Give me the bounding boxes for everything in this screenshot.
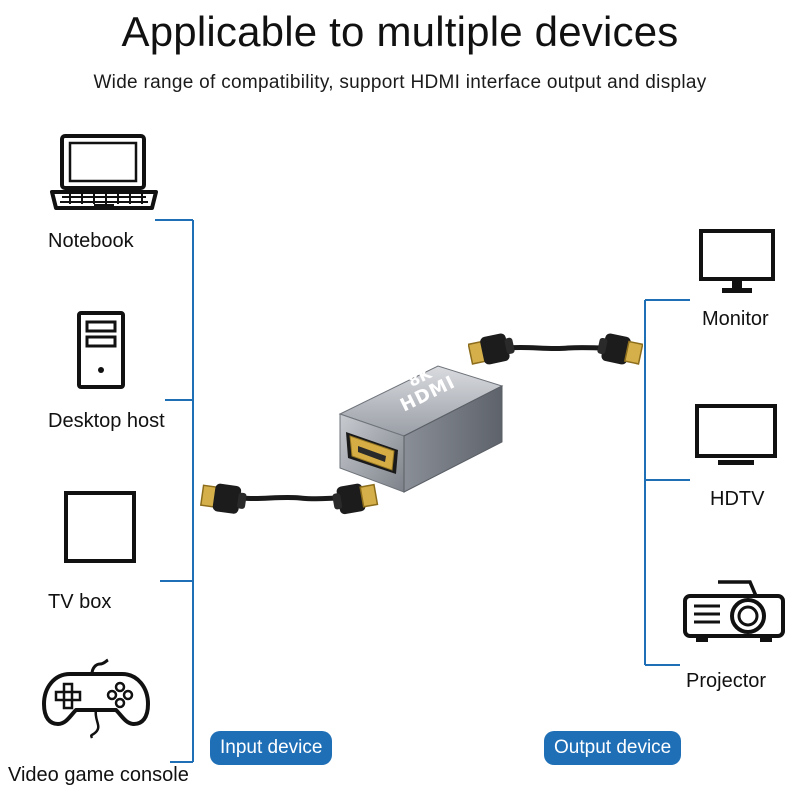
- tv-box-icon: [64, 491, 136, 563]
- page-subtitle: Wide range of compatibility, support HDM…: [93, 72, 707, 93]
- hdtv-icon: [695, 404, 777, 465]
- hdmi-adapter: [338, 365, 504, 493]
- device-label-monitor: Monitor: [702, 308, 769, 330]
- laptop-icon: [50, 134, 158, 210]
- projector-icon: [683, 580, 785, 642]
- gamepad-icon: [42, 658, 150, 739]
- output-hdmi-cable: [468, 333, 643, 365]
- device-label-video-game-console: Video game console: [8, 764, 189, 786]
- input-hdmi-cable: [200, 483, 379, 515]
- device-label-hdtv: HDTV: [710, 488, 765, 510]
- desktop-tower-icon: [77, 311, 125, 389]
- device-label-notebook: Notebook: [48, 230, 134, 252]
- page-title: Applicable to multiple devices: [121, 8, 679, 55]
- device-label-tv-box: TV box: [48, 591, 112, 613]
- device-label-desktop-host: Desktop host: [48, 410, 165, 432]
- input-device-button[interactable]: Input device: [210, 731, 333, 765]
- output-device-button[interactable]: Output device: [544, 731, 682, 765]
- monitor-icon: [699, 229, 775, 293]
- device-label-projector: Projector: [686, 670, 767, 692]
